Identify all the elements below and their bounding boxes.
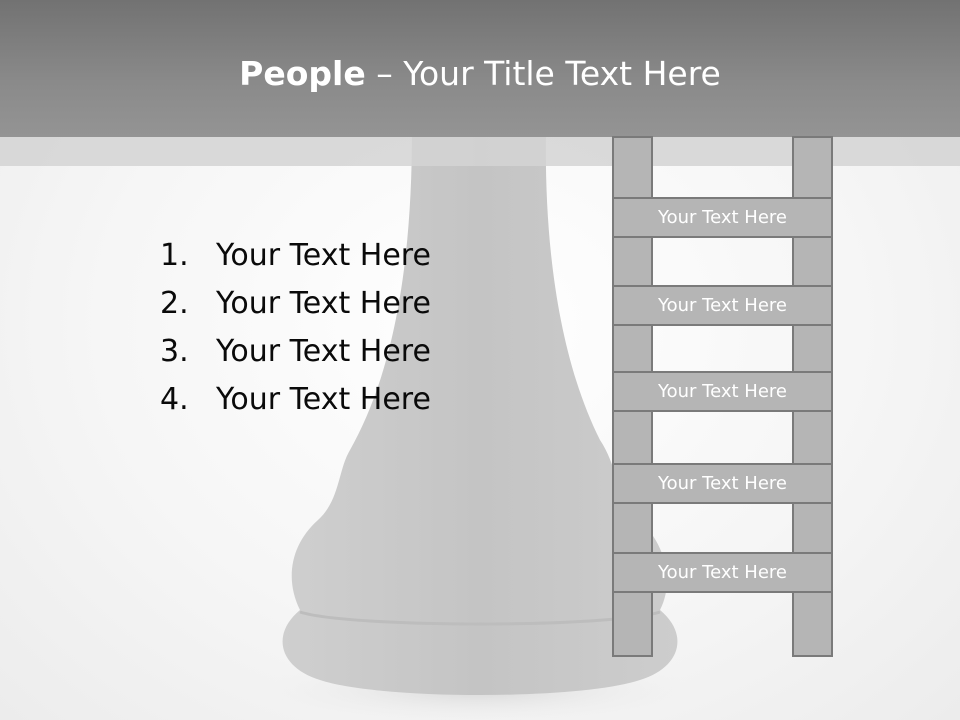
numbered-list[interactable]: 1. Your Text Here 2. Your Text Here 3. Your…: [160, 232, 431, 424]
ladder-rung[interactable]: Your Text Here: [612, 371, 833, 412]
list-item: 4. Your Text Here: [160, 376, 431, 424]
list-item: 3. Your Text Here: [160, 328, 431, 376]
ladder-rung[interactable]: Your Text Here: [612, 552, 833, 593]
list-item-text: Your Text Here: [216, 382, 431, 417]
list-item-number: 3.: [160, 334, 189, 369]
title-text: – Your Title Text Here: [365, 54, 721, 93]
list-item-text: Your Text Here: [216, 238, 431, 273]
list-item-text: Your Text Here: [216, 334, 431, 369]
slide-title[interactable]: People – Your Title Text Here: [0, 52, 960, 96]
list-item-text: Your Text Here: [216, 286, 431, 321]
ladder-rung[interactable]: Your Text Here: [612, 197, 833, 238]
title-accent-strip: [0, 137, 960, 166]
list-item-number: 2.: [160, 286, 189, 321]
ladder-rung[interactable]: Your Text Here: [612, 285, 833, 326]
list-item-number: 1.: [160, 238, 189, 273]
ladder-rung[interactable]: Your Text Here: [612, 463, 833, 504]
title-bar: [0, 0, 960, 137]
list-item: 1. Your Text Here: [160, 232, 431, 280]
list-item-number: 4.: [160, 382, 189, 417]
title-keyword: People: [239, 54, 366, 93]
list-item: 2. Your Text Here: [160, 280, 431, 328]
